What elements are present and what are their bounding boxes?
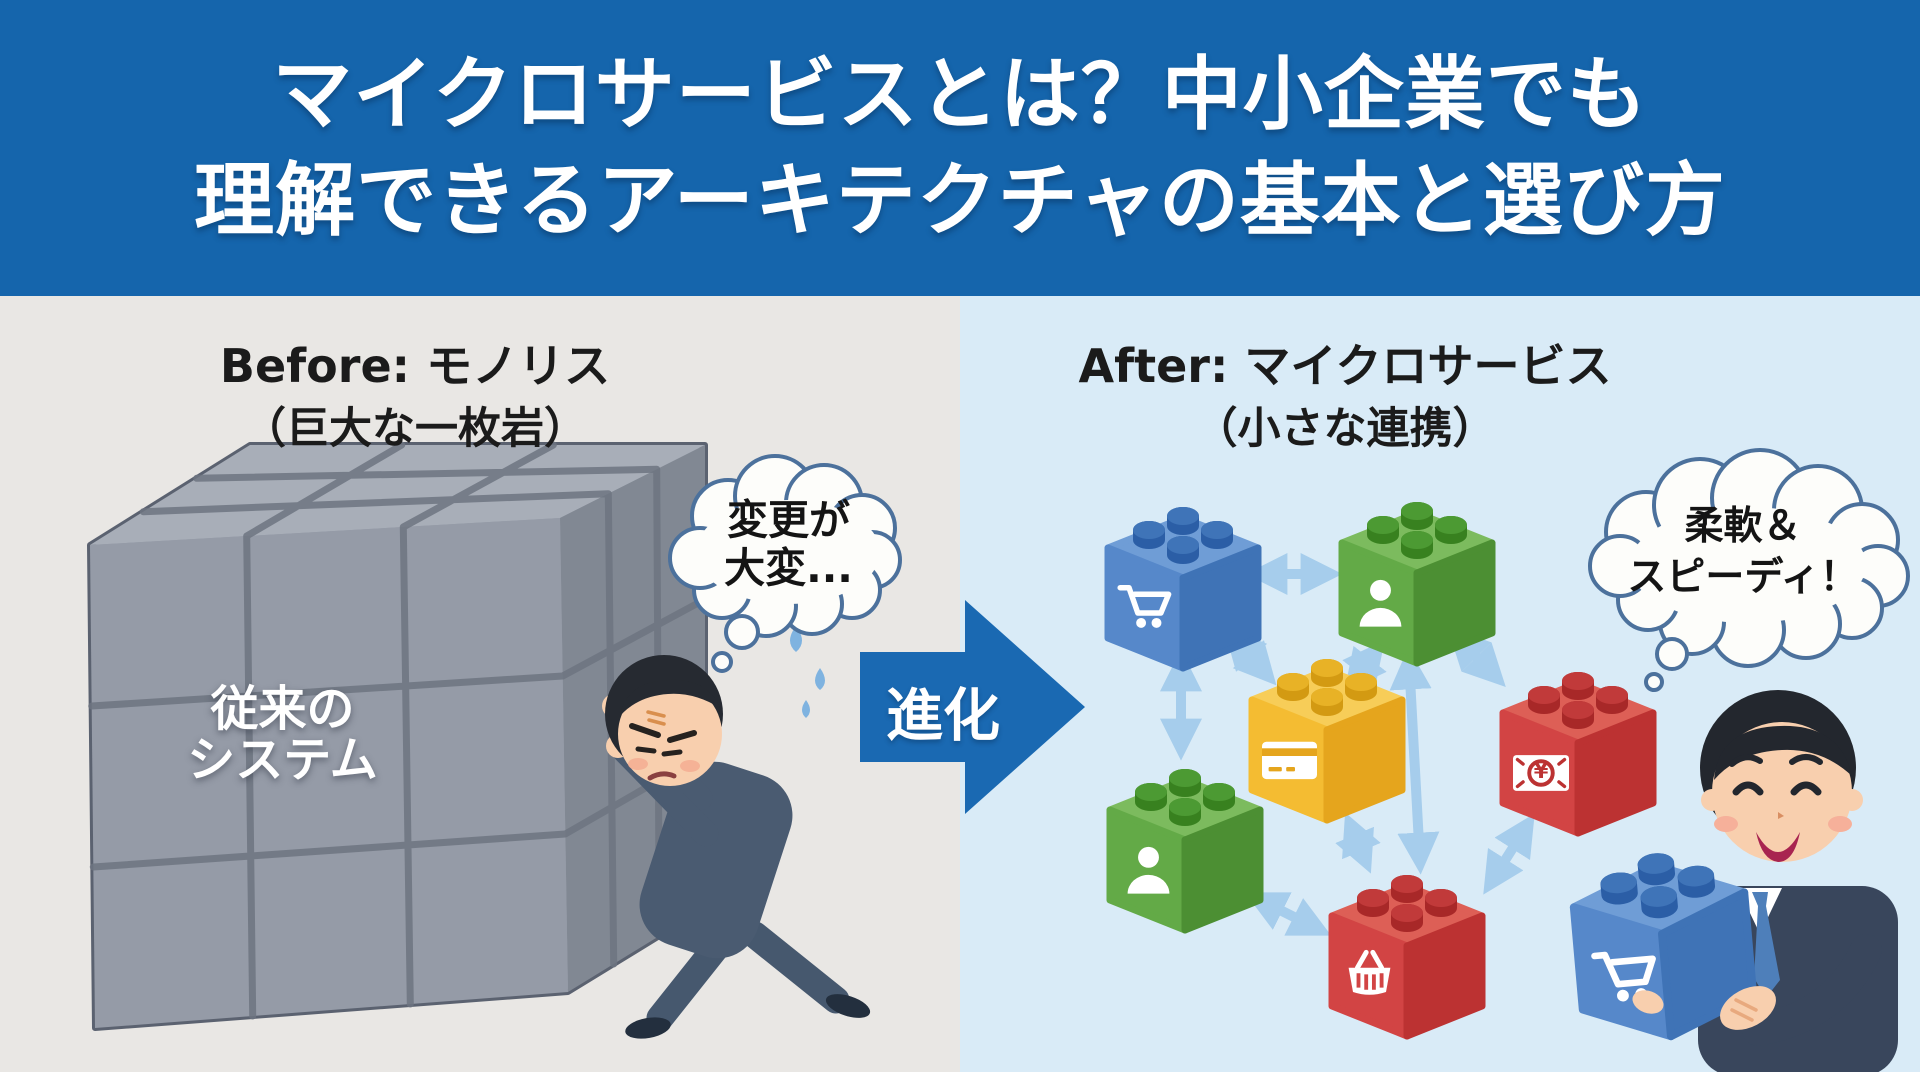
lego-stud: [1401, 531, 1433, 559]
lego-stud: [1391, 875, 1423, 903]
credit-card-icon: [1262, 741, 1317, 780]
happy-man-hands: [1632, 986, 1776, 1030]
lego-stud: [1562, 672, 1594, 700]
happy-man-eyebrows: [1729, 754, 1823, 767]
pushing-man-blush-left: [628, 758, 648, 770]
after-thought-line-2: スピーディ！: [1627, 554, 1859, 600]
lego-stud: [1425, 889, 1457, 917]
lego-stud: [1167, 507, 1199, 535]
before-thought-line-2: 大変...: [724, 544, 853, 593]
pushing-man: [602, 626, 871, 1039]
before-thought-bubble: [668, 454, 902, 673]
happy-man-fringe: [1714, 725, 1852, 780]
lego-stud: [1357, 889, 1389, 917]
pushing-man-back-leg: [741, 921, 850, 1014]
monolith-label: 従来の システム: [130, 684, 435, 786]
lego-stud: [1435, 516, 1467, 544]
happy-man-eyes: [1732, 781, 1822, 796]
happy-man-nose: [1778, 812, 1784, 819]
service-block-cart: [1108, 507, 1258, 668]
connector-arrow: [1483, 813, 1535, 895]
after-thought-text: 柔軟＆ スピーディ！: [1612, 502, 1874, 603]
lego-stud: [1562, 701, 1594, 729]
service-block-user: [1342, 502, 1492, 663]
connector-arrow: [1244, 892, 1332, 936]
after-thought-line-1: 柔軟＆: [1684, 504, 1802, 549]
lego-stud: [1203, 783, 1235, 811]
happy-man-hand-right: [1720, 986, 1776, 1030]
lego-stud: [1596, 686, 1628, 714]
lego-stud: [1311, 688, 1343, 716]
cloud-trail-1: [724, 614, 760, 650]
lego-stud: [1528, 686, 1560, 714]
happy-man-tie: [1752, 892, 1780, 998]
happy-man-ear-right: [1841, 789, 1863, 811]
pushing-man-front-shoe: [625, 1017, 671, 1039]
lego-stud: [1201, 521, 1233, 549]
connector-arrow: [1389, 647, 1440, 875]
before-heading-line-2: （巨大な一枚岩）: [243, 404, 587, 454]
before-thought-text: 変更が 大変...: [666, 496, 911, 593]
pushing-man-fringe: [620, 679, 720, 716]
cloud-trail-1: [1655, 637, 1689, 671]
lego-stud: [1169, 798, 1201, 826]
service-block-yen: [1503, 672, 1653, 833]
happy-man-ear-left: [1701, 789, 1723, 811]
sweat-drop-2: [815, 668, 825, 690]
lego-stud: [1167, 536, 1199, 564]
lego-stud: [1133, 521, 1165, 549]
cloud-body: [1630, 507, 1866, 623]
service-block-card: [1252, 659, 1402, 820]
monolith-label-line-1: 従来の: [210, 681, 355, 737]
happy-man-fingers: [1730, 998, 1758, 1022]
sweat-drop-3: [802, 700, 810, 718]
yen-symbol: ¥: [1534, 759, 1549, 783]
pushing-man-mouth: [647, 771, 677, 781]
lego-stud: [1277, 673, 1309, 701]
evolution-arrow-label: 進化: [886, 683, 1000, 749]
lego-stud: [1367, 516, 1399, 544]
evolution-arrow: [860, 600, 1085, 814]
cloud-trail-2: [1644, 672, 1664, 692]
happy-man-arm: [1742, 934, 1882, 1046]
happy-man-blush-right: [1828, 816, 1852, 832]
pushing-man-eyebrows: [629, 723, 697, 743]
happy-man-hand-left: [1632, 990, 1664, 1014]
before-thought-line-1: 変更が: [727, 496, 850, 544]
monolith-label-line-2: システム: [187, 731, 378, 788]
title-line-2: 理解できるアーキテクチャの基本と選び方: [194, 154, 1726, 247]
lego-stud: [1391, 904, 1423, 932]
connector-arrow: [1335, 812, 1381, 874]
cube-front-face: [90, 518, 568, 1028]
before-heading-line-1: Before: モノリス: [219, 339, 611, 393]
lego-stud: [1169, 769, 1201, 797]
pushing-man-blush-right: [680, 760, 700, 772]
lego-stud: [1401, 502, 1433, 530]
after-heading-line-2: （小さな連携）: [1194, 404, 1496, 454]
pushing-man-back-shoe: [825, 994, 871, 1018]
monolith-cube: [87, 441, 709, 1031]
pushing-man-eyes: [635, 746, 683, 757]
lego-stud: [1311, 659, 1343, 687]
lego-stud: [1135, 783, 1167, 811]
pushing-man-forehead-marks: [646, 710, 666, 726]
service-block-user-2: [1110, 769, 1260, 930]
service-block-basket: [1332, 875, 1482, 1036]
after-heading-line-1: After: マイクロサービス: [1078, 339, 1612, 393]
title-line-1: マイクロサービスとは？中小企業でも: [272, 48, 1648, 141]
lego-stud: [1345, 673, 1377, 701]
happy-man-blush-left: [1714, 816, 1738, 832]
title-banner: マイクロサービスとは？中小企業でも 理解できるアーキテクチャの基本と選び方: [0, 0, 1920, 296]
happy-man-mouth: [1756, 832, 1800, 862]
cloud-body: [696, 500, 880, 604]
after-thought-bubble: [1588, 448, 1910, 692]
cloud-trail-2: [711, 651, 733, 673]
